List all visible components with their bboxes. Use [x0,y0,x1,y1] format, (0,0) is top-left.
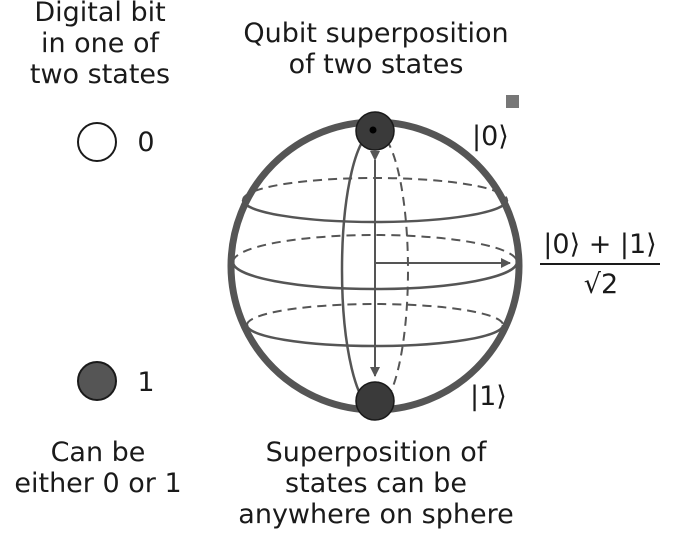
square-marker-icon [506,95,519,108]
ket-zero-label: |0⟩ [472,121,509,152]
meridian-back [374,130,409,410]
bit-heading-line-3: two states [29,59,171,90]
bit-zero-circle-icon [77,122,117,162]
north-pole-center-icon [369,126,377,134]
bit-caption: Can be either 0 or 1 [0,437,196,499]
superposition-denominator: √2 [536,269,664,301]
bit-caption-line-2: either 0 or 1 [14,468,182,499]
qubit-heading-line-2: of two states [288,49,464,80]
qubit-heading-line-1: Qubit superposition [243,18,509,49]
qubit-caption-line-2: states can be [285,468,467,499]
ket-one-label: |1⟩ [470,381,507,412]
bloch-sphere [227,118,523,414]
qubit-caption-line-1: Superposition of [265,437,487,468]
bit-heading-line-2: in one of [40,28,160,59]
qubit-caption-line-3: anywhere on sphere [238,499,514,530]
equator-back [232,234,518,263]
bit-one-circle-icon [77,361,117,401]
bit-state-zero-label: 0 [137,127,155,158]
latitude-ring-lower-back [246,303,504,326]
fraction-bar [540,263,660,265]
qubit-caption: Superposition of states can be anywhere … [226,437,526,530]
superposition-numerator: |0⟩ + |1⟩ [543,229,657,260]
bit-heading: Digital bit in one of two states [0,0,200,90]
bit-state-one-label: 1 [137,367,155,398]
qubit-heading: Qubit superposition of two states [216,18,536,80]
south-pole-dot-icon [355,381,395,421]
sqrt-two: √2 [583,269,619,300]
superposition-fraction: |0⟩ + |1⟩ √2 [536,229,664,301]
bit-heading-line-1: Digital bit [34,0,166,28]
meridian-front [340,129,376,411]
bit-caption-line-1: Can be [50,437,146,468]
